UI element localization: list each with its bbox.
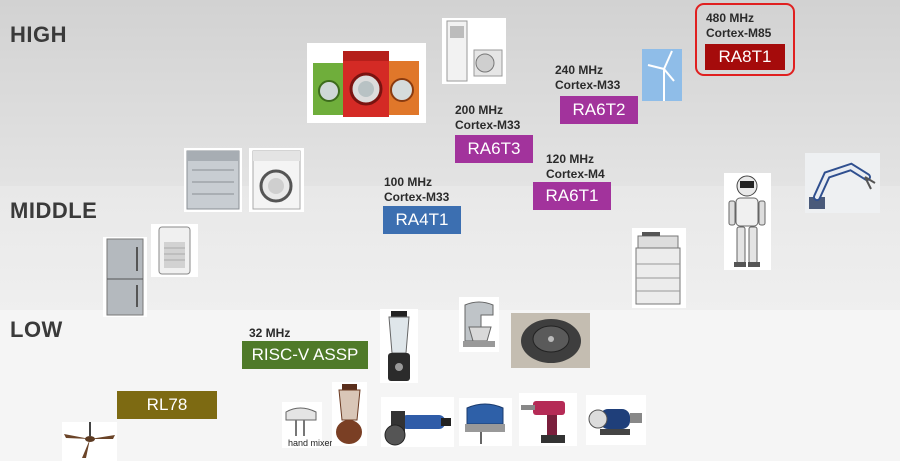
ra8t1-spec: 480 MHz Cortex-M85 — [706, 11, 771, 41]
hand-mixer-caption: hand mixer — [288, 438, 333, 448]
ra8t1-chip: RA8T1 — [705, 44, 785, 70]
riscv-frequency: 32 MHz — [249, 326, 291, 340]
tier-label-middle: MIDDLE — [10, 198, 98, 223]
ra6t2-core: Cortex-M33 — [555, 78, 621, 92]
washing-machine-icon — [307, 43, 426, 123]
pump-icon — [586, 395, 646, 445]
ceiling-fan-icon — [62, 422, 117, 461]
jigsaw-icon — [459, 398, 512, 446]
blender-icon — [380, 309, 418, 383]
juicer-icon — [332, 382, 367, 446]
air-purifier-icon — [151, 224, 198, 277]
ra6t2-frequency: 240 MHz — [555, 63, 604, 77]
ra6t1-chip: RA6T1 — [533, 182, 611, 210]
ra8t1-frequency: 480 MHz — [706, 11, 755, 25]
stand-mixer-icon — [459, 297, 499, 352]
refrigerator-icon — [103, 237, 147, 317]
humanoid-robot-icon — [724, 173, 771, 270]
ra6t2-chip: RA6T2 — [560, 96, 638, 124]
ra6t3-frequency: 200 MHz — [455, 103, 504, 117]
ra4t1-core: Cortex-M33 — [384, 190, 450, 204]
ra8t1-core: Cortex-M85 — [706, 26, 772, 40]
copier-icon — [632, 228, 686, 308]
hand-mixer-icon — [282, 402, 322, 448]
rl78-chip: RL78 — [117, 391, 217, 419]
ra6t1-core: Cortex-M4 — [546, 167, 605, 181]
ra6t3-spec: 200 MHz Cortex-M33 — [455, 103, 520, 133]
riscv-spec: 32 MHz — [249, 326, 290, 341]
dryer-icon — [249, 148, 304, 212]
tier-label-low: LOW — [10, 317, 63, 342]
tier-label-high: HIGH — [10, 22, 67, 47]
angle-grinder-icon — [381, 397, 454, 447]
dishwasher-icon — [184, 148, 242, 212]
air-conditioner-icon — [442, 18, 506, 84]
ra6t3-core: Cortex-M33 — [455, 118, 521, 132]
robot-arm-icon — [805, 153, 880, 213]
robot-vacuum-icon — [511, 313, 590, 368]
ra6t3-chip: RA6T3 — [455, 135, 533, 163]
ra4t1-chip: RA4T1 — [383, 206, 461, 234]
ra6t2-spec: 240 MHz Cortex-M33 — [555, 63, 620, 93]
ra6t1-frequency: 120 MHz — [546, 152, 595, 166]
ra4t1-frequency: 100 MHz — [384, 175, 433, 189]
wind-turbine-icon — [642, 49, 682, 101]
cordless-drill-icon — [519, 393, 577, 446]
ra8t1-highlight-frame — [695, 3, 795, 76]
ra4t1-spec: 100 MHz Cortex-M33 — [384, 175, 449, 205]
riscv-assp-chip: RISC-V ASSP — [242, 341, 368, 369]
ra6t1-spec: 120 MHz Cortex-M4 — [546, 152, 605, 182]
